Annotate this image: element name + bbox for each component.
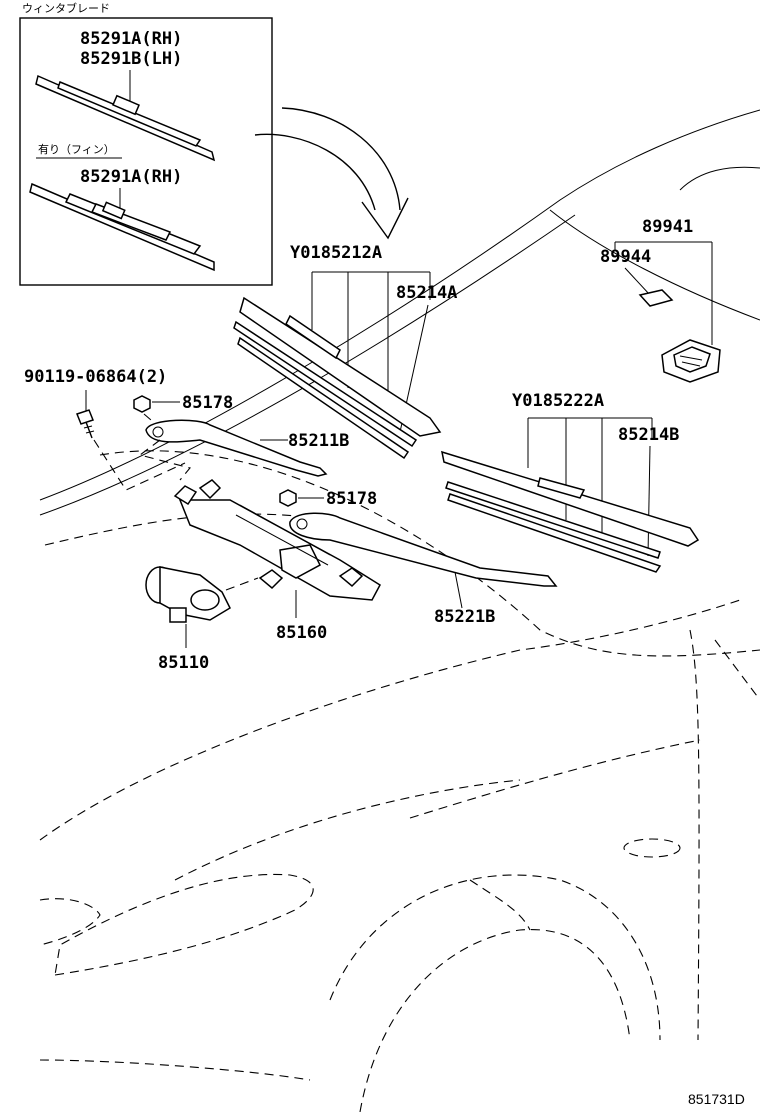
label-85211b: 85211B — [288, 431, 349, 451]
label-89944: 89944 — [600, 247, 651, 267]
label-85178-mid: 85178 — [326, 489, 377, 509]
inset-part-lh: 85291B(LH) — [80, 49, 182, 69]
bolt — [76, 409, 95, 439]
car-body-outline — [39, 109, 760, 1112]
wiper-blade-with-fin — [29, 182, 215, 272]
wiper-arm-right: 85221B — [289, 512, 558, 627]
direction-arrow — [254, 107, 409, 240]
wiper-blade-left — [239, 296, 442, 437]
figure-code: 851731D — [688, 1091, 745, 1107]
wiper-arm-left: 85211B — [138, 419, 349, 481]
label-y0185212a: Y0185212A — [290, 243, 382, 263]
blade-rubber-left — [233, 320, 418, 448]
nut-mid-group: 85178 — [279, 489, 377, 509]
bolt-group: 90119-06864(2) — [24, 367, 186, 491]
inset-fin-part-rh: 85291A(RH) — [80, 167, 182, 187]
washer-nozzle — [661, 339, 721, 383]
label-85178-top: 85178 — [182, 393, 233, 413]
wiper-blade-right — [441, 450, 700, 547]
label-y0185222a: Y0185222A — [512, 391, 604, 411]
inset-fin-label: 有り（フィン） — [38, 142, 115, 156]
wiper-linkage: 85160 — [173, 479, 381, 643]
label-85214b: 85214B — [618, 425, 679, 445]
right-blade-assembly: Y0185222A 85214B — [441, 391, 700, 573]
label-85221b: 85221B — [434, 607, 495, 627]
blade-inset-box: ウィンタブレード 85291A(RH) 85291B(LH) 有り（フィン） 8… — [19, 1, 273, 286]
wiper-blade-standard — [35, 74, 216, 162]
wiper-motor: 85110 — [145, 566, 231, 673]
label-85110: 85110 — [158, 653, 209, 673]
left-blade-assembly: Y0185212A 85214A — [233, 243, 457, 460]
label-85214a: 85214A — [396, 283, 457, 303]
blade-rubber-right — [445, 481, 661, 559]
inset-part-rh: 85291A(RH) — [80, 29, 182, 49]
washer-nozzle-group: 89941 89944 — [600, 217, 721, 383]
label-85160: 85160 — [276, 623, 327, 643]
nut-85178-top — [133, 395, 151, 413]
label-89941: 89941 — [642, 217, 693, 237]
inset-heading: ウィンタブレード — [22, 1, 110, 15]
label-bolt: 90119-06864(2) — [24, 367, 167, 387]
nozzle-clip — [638, 289, 674, 307]
nut-85178-mid — [279, 489, 297, 507]
